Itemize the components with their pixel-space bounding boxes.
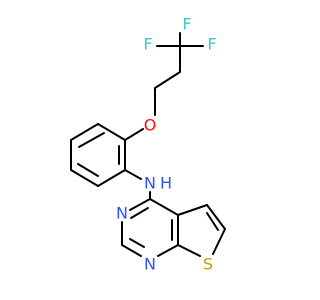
bond-line bbox=[78, 132, 105, 148]
bond-line bbox=[121, 244, 142, 257]
bond-line bbox=[206, 204, 226, 230]
bond-line bbox=[70, 169, 99, 187]
atom-label-amine-hydrogen: H bbox=[160, 174, 172, 193]
bond-line bbox=[97, 169, 126, 187]
atom-label-fluorine-2: F bbox=[143, 35, 152, 54]
atom-label-pyrimidine-nitrogen-3: N bbox=[116, 204, 128, 223]
molecule-structure-diagram: F F F O N H N N S bbox=[70, 15, 226, 274]
bond-line bbox=[77, 163, 99, 177]
atom-label-pyrimidine-nitrogen-1: N bbox=[144, 255, 156, 274]
atom-label-amine-nitrogen: N bbox=[144, 174, 156, 193]
bond-line bbox=[130, 207, 149, 219]
bond-line bbox=[70, 123, 99, 141]
bond-line bbox=[97, 123, 126, 141]
bond-line bbox=[206, 212, 219, 231]
bond-line bbox=[177, 204, 208, 216]
atom-label-thiophene-sulfur: S bbox=[203, 255, 213, 274]
bond-line bbox=[157, 244, 179, 257]
bond-line bbox=[129, 238, 145, 248]
atom-label-fluorine-1: F bbox=[182, 15, 191, 34]
atom-label-fluorine-3: F bbox=[207, 35, 216, 54]
bond-line bbox=[124, 169, 142, 180]
bond-line bbox=[149, 198, 179, 216]
bond-line bbox=[154, 71, 181, 89]
bond-line bbox=[212, 228, 226, 255]
bond-line bbox=[124, 128, 144, 141]
bond-line bbox=[129, 198, 151, 211]
atom-label-ether-oxygen: O bbox=[144, 116, 157, 135]
atom-labels: F F F O N H N N S bbox=[116, 15, 217, 274]
bond-line bbox=[177, 244, 201, 257]
bond-lines bbox=[70, 32, 226, 257]
